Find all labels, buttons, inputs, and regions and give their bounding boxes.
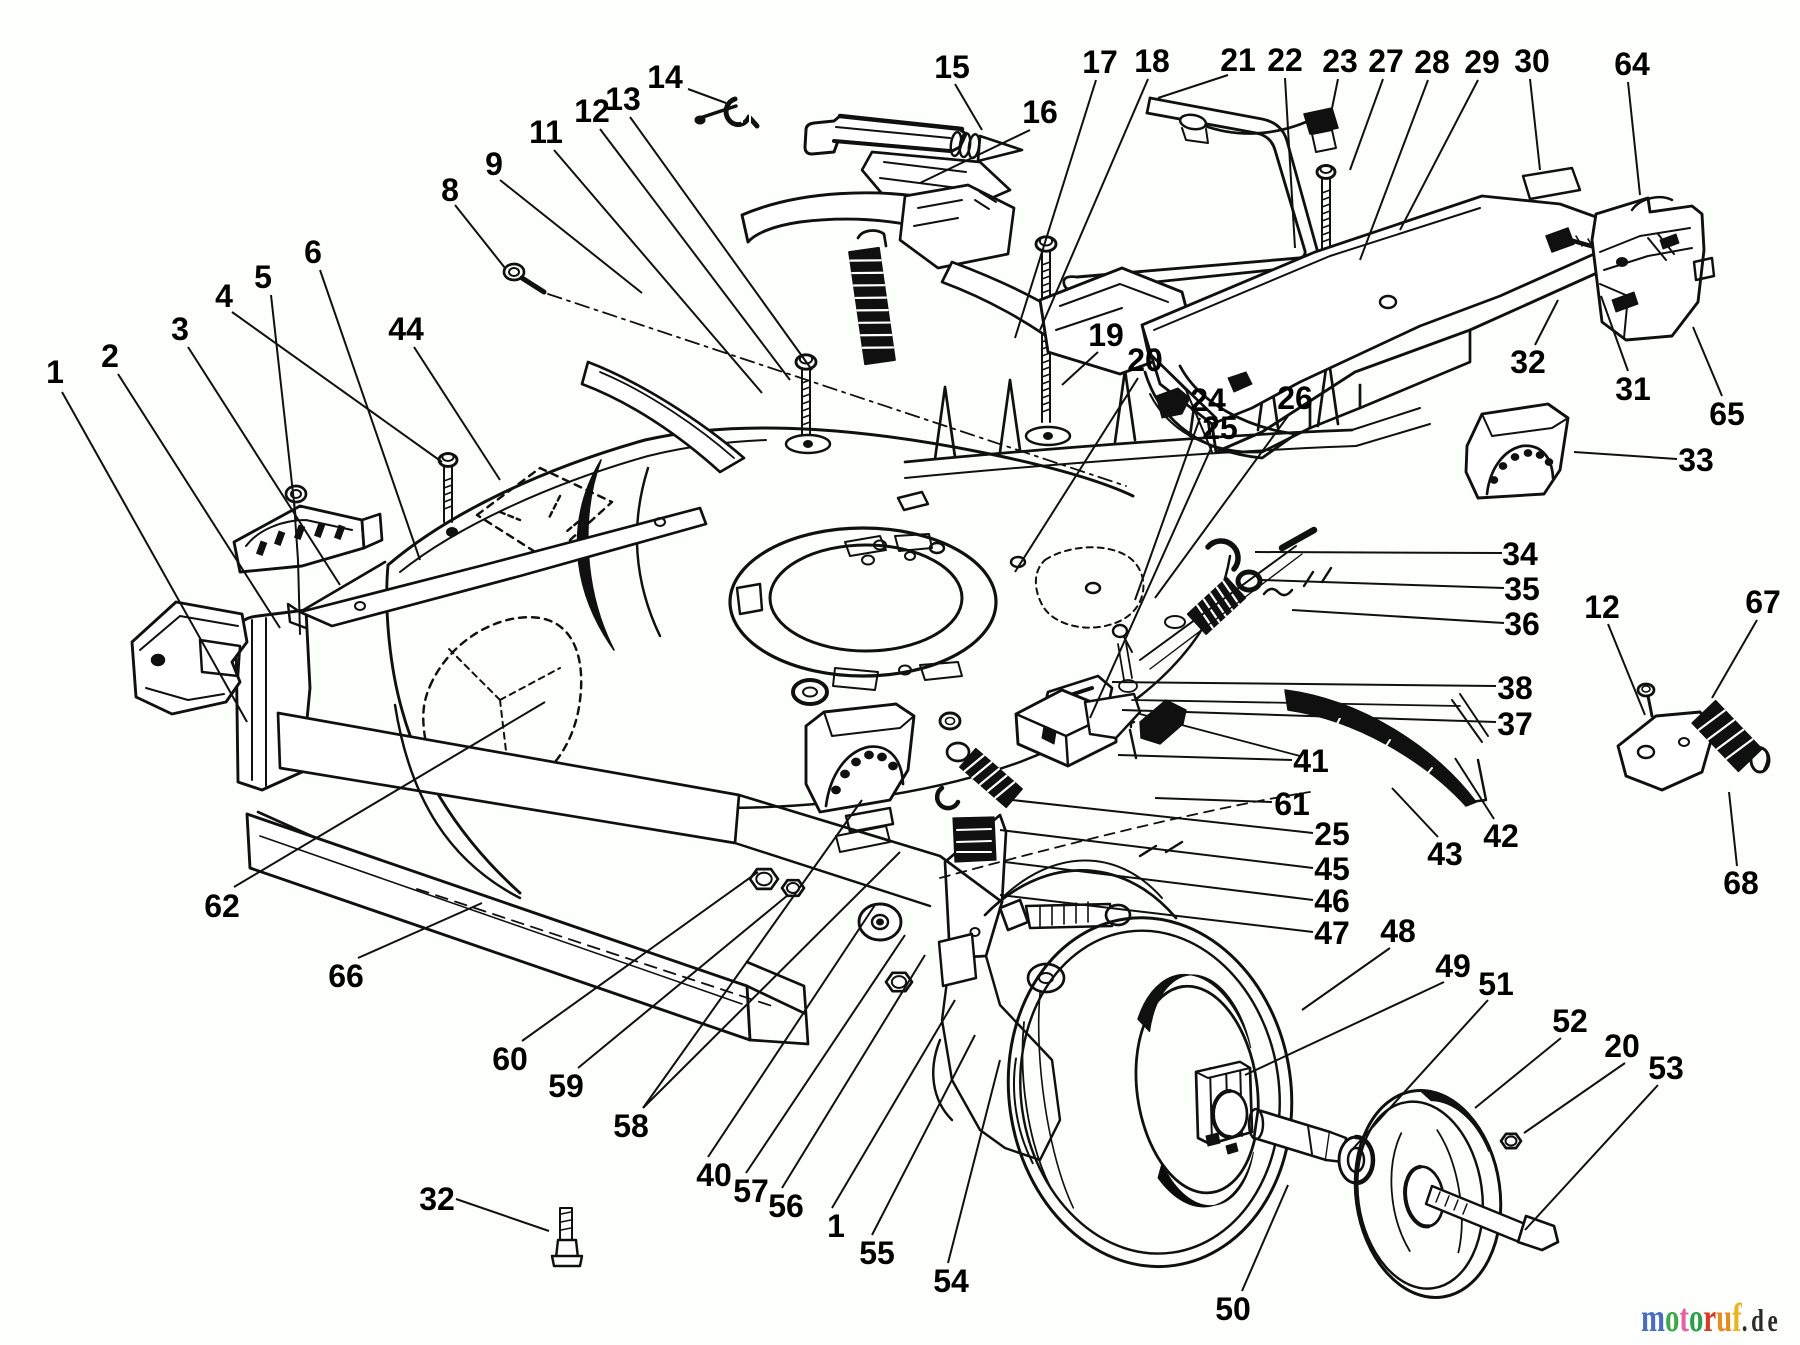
svg-text:64: 64 xyxy=(1614,46,1650,82)
svg-text:34: 34 xyxy=(1502,536,1538,572)
svg-text:60: 60 xyxy=(492,1041,528,1077)
svg-text:46: 46 xyxy=(1314,883,1350,919)
svg-text:1: 1 xyxy=(46,354,64,390)
svg-text:31: 31 xyxy=(1615,371,1651,407)
svg-text:29: 29 xyxy=(1464,44,1500,80)
svg-text:49: 49 xyxy=(1435,948,1471,984)
svg-text:14: 14 xyxy=(647,59,683,95)
svg-text:35: 35 xyxy=(1504,571,1540,607)
svg-text:53: 53 xyxy=(1648,1050,1684,1086)
svg-text:66: 66 xyxy=(328,958,364,994)
svg-text:50: 50 xyxy=(1215,1291,1251,1327)
svg-text:22: 22 xyxy=(1267,42,1303,78)
svg-text:44: 44 xyxy=(388,311,424,347)
svg-text:67: 67 xyxy=(1745,584,1781,620)
svg-text:1: 1 xyxy=(827,1208,845,1244)
svg-text:4: 4 xyxy=(215,278,233,314)
svg-text:19: 19 xyxy=(1088,317,1124,353)
svg-text:40: 40 xyxy=(696,1157,732,1193)
svg-text:45: 45 xyxy=(1314,851,1350,887)
svg-text:25: 25 xyxy=(1314,816,1350,852)
svg-text:52: 52 xyxy=(1552,1003,1588,1039)
svg-text:37: 37 xyxy=(1497,706,1533,742)
svg-text:54: 54 xyxy=(933,1263,969,1299)
svg-text:55: 55 xyxy=(859,1235,895,1271)
svg-text:48: 48 xyxy=(1380,913,1416,949)
svg-text:11: 11 xyxy=(529,114,563,150)
svg-text:13: 13 xyxy=(605,81,641,117)
svg-text:47: 47 xyxy=(1314,915,1350,951)
svg-text:3: 3 xyxy=(171,311,189,347)
svg-text:5: 5 xyxy=(254,259,272,295)
svg-text:68: 68 xyxy=(1723,865,1759,901)
svg-text:62: 62 xyxy=(204,888,240,924)
svg-text:56: 56 xyxy=(768,1188,804,1224)
svg-text:9: 9 xyxy=(485,146,503,182)
svg-text:25: 25 xyxy=(1202,410,1238,446)
svg-text:59: 59 xyxy=(548,1068,584,1104)
svg-text:58: 58 xyxy=(613,1108,649,1144)
svg-text:32: 32 xyxy=(419,1181,455,1217)
svg-text:18: 18 xyxy=(1134,43,1170,79)
svg-text:6: 6 xyxy=(304,234,322,270)
svg-text:38: 38 xyxy=(1497,670,1533,706)
svg-text:26: 26 xyxy=(1277,380,1313,416)
svg-text:41: 41 xyxy=(1293,743,1329,779)
svg-text:motoruf.de: motoruf.de xyxy=(1641,1295,1781,1340)
svg-text:17: 17 xyxy=(1082,44,1118,80)
svg-text:28: 28 xyxy=(1414,44,1450,80)
svg-text:12: 12 xyxy=(1584,589,1620,625)
svg-text:61: 61 xyxy=(1274,786,1310,822)
svg-text:51: 51 xyxy=(1478,966,1514,1002)
svg-text:2: 2 xyxy=(101,338,119,374)
svg-text:30: 30 xyxy=(1514,43,1550,79)
svg-text:42: 42 xyxy=(1483,818,1519,854)
svg-text:43: 43 xyxy=(1427,836,1463,872)
svg-text:16: 16 xyxy=(1022,94,1058,130)
svg-text:57: 57 xyxy=(733,1173,769,1209)
svg-text:36: 36 xyxy=(1504,606,1540,642)
svg-text:21: 21 xyxy=(1220,42,1256,78)
svg-text:20: 20 xyxy=(1604,1028,1640,1064)
svg-text:15: 15 xyxy=(934,49,970,85)
svg-text:32: 32 xyxy=(1510,344,1546,380)
svg-text:24: 24 xyxy=(1190,382,1226,418)
svg-text:12: 12 xyxy=(574,93,610,129)
svg-text:23: 23 xyxy=(1322,43,1358,79)
svg-text:27: 27 xyxy=(1368,43,1404,79)
svg-text:20: 20 xyxy=(1127,342,1163,378)
svg-text:33: 33 xyxy=(1678,442,1714,478)
svg-text:8: 8 xyxy=(441,172,459,208)
svg-text:65: 65 xyxy=(1709,396,1745,432)
